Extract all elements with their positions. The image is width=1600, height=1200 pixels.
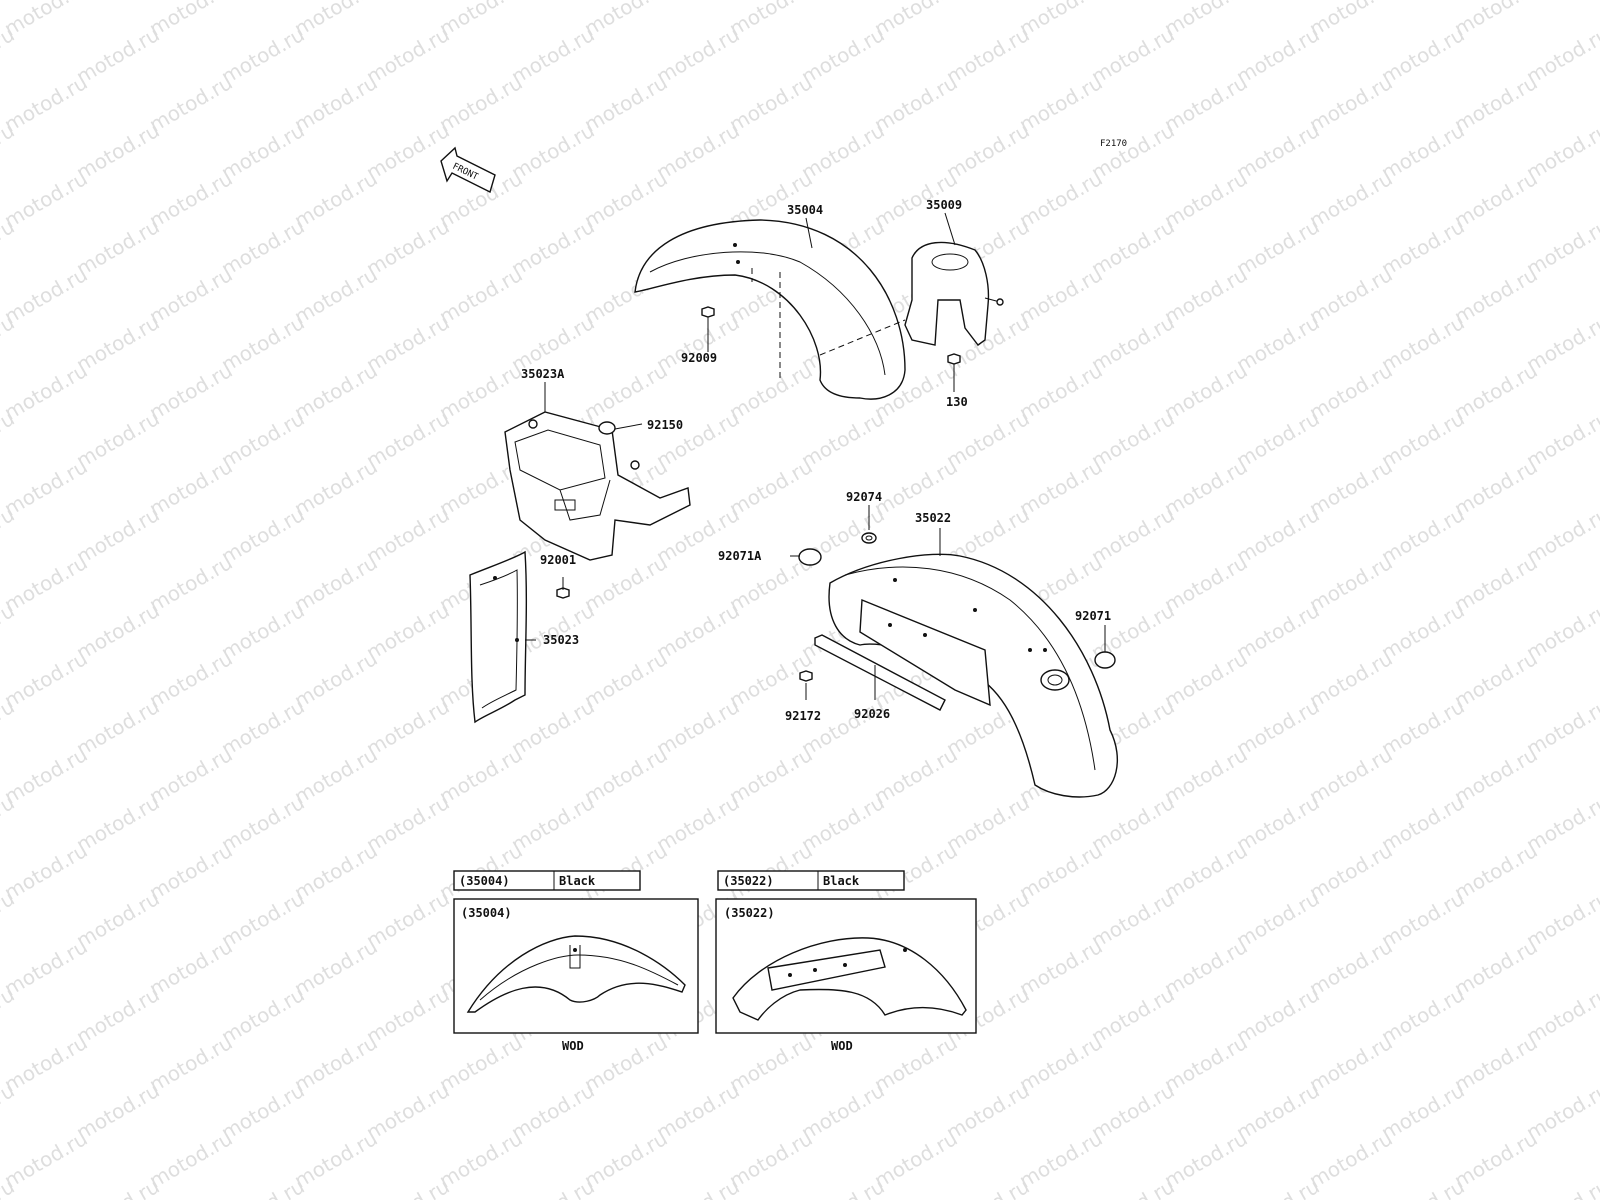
variant-color: Black bbox=[559, 874, 596, 888]
label-92001: 92001 bbox=[540, 553, 576, 567]
label-35022: 35022 bbox=[915, 511, 951, 525]
variant-code: (35022) bbox=[723, 874, 774, 888]
bolt-92009 bbox=[701, 306, 715, 330]
stay-92026 bbox=[814, 634, 946, 711]
label-92026: 92026 bbox=[854, 707, 890, 721]
variant-box-35004: (35004) Black (35004) WOD bbox=[453, 870, 699, 1053]
rear-fender-35022 bbox=[828, 553, 1118, 798]
label-92071: 92071 bbox=[1075, 609, 1111, 623]
label-92150: 92150 bbox=[647, 418, 683, 432]
variant-region: WOD bbox=[831, 1039, 853, 1053]
washer-92074 bbox=[861, 532, 877, 544]
label-92071A: 92071A bbox=[718, 549, 762, 563]
cover-35023 bbox=[469, 550, 528, 724]
label-35004: 35004 bbox=[787, 203, 823, 217]
label-92009: 92009 bbox=[681, 351, 717, 365]
label-35009: 35009 bbox=[926, 198, 962, 212]
label-35023A: 35023A bbox=[521, 367, 565, 381]
detail-code: (35004) bbox=[461, 906, 512, 920]
grommet-92150 bbox=[598, 421, 616, 435]
figure-code: F2170 bbox=[1100, 139, 1127, 149]
front-fender-35004 bbox=[634, 219, 906, 400]
label-130: 130 bbox=[946, 395, 968, 409]
washer-92071A bbox=[798, 548, 822, 566]
label-92172: 92172 bbox=[785, 709, 821, 723]
variant-region: WOD bbox=[562, 1039, 584, 1053]
bolt-92172 bbox=[799, 670, 813, 682]
leader-lines bbox=[525, 212, 1106, 700]
fender-bracket-35009 bbox=[904, 241, 1004, 346]
label-92074: 92074 bbox=[846, 490, 882, 504]
bracket-35023A bbox=[504, 411, 691, 561]
label-35023: 35023 bbox=[543, 633, 579, 647]
bolt-130 bbox=[947, 353, 961, 378]
front-arrow-icon: FRONT bbox=[440, 146, 496, 194]
variant-color: Black bbox=[823, 874, 860, 888]
variant-code: (35004) bbox=[459, 874, 510, 888]
variant-box-35022: (35022) Black (35022) WOD bbox=[715, 870, 977, 1053]
washer-92071 bbox=[1094, 651, 1116, 669]
detail-code: (35022) bbox=[724, 906, 775, 920]
